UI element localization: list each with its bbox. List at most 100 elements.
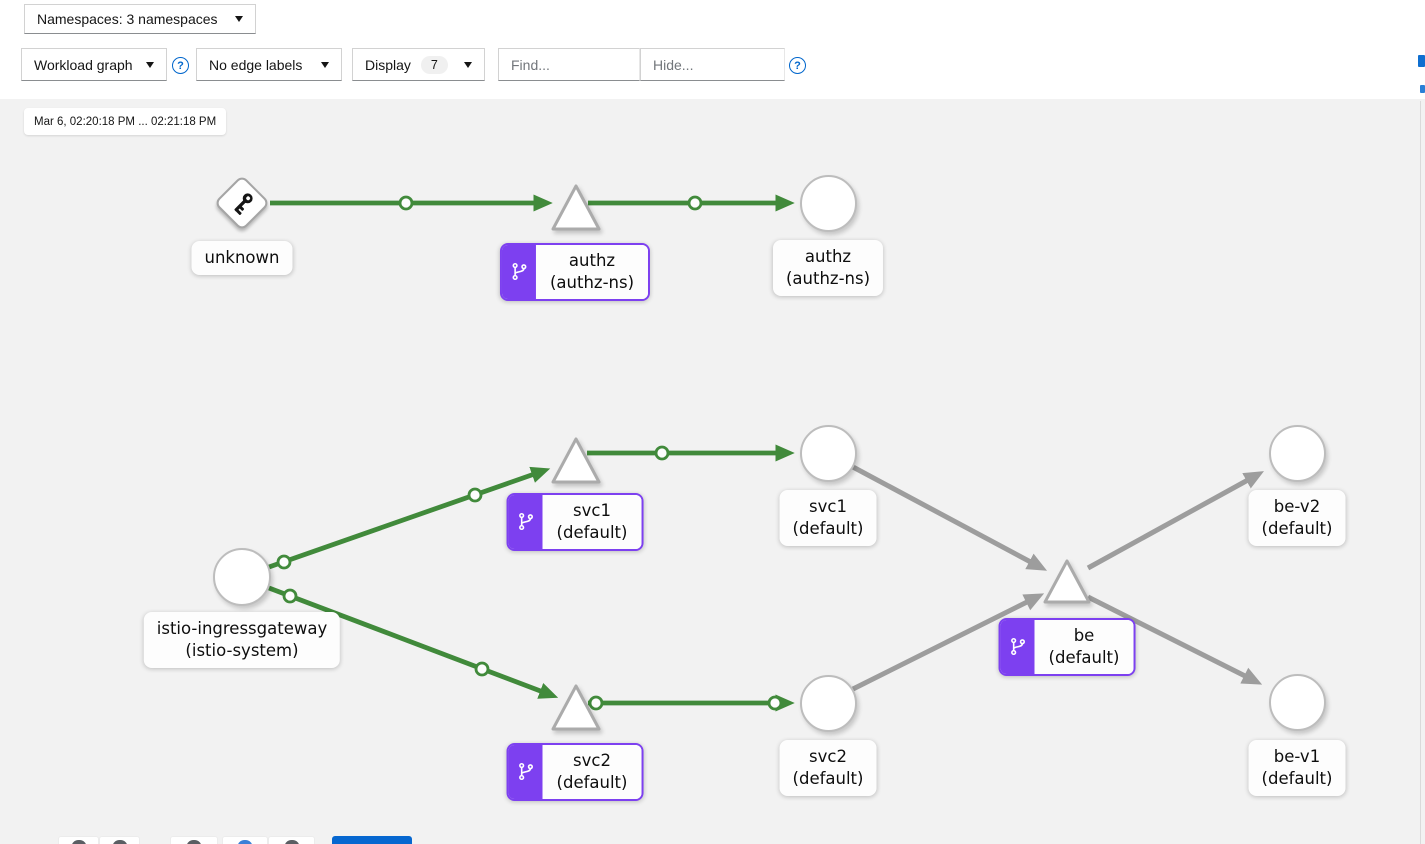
edge-istio-ingressgateway--svc2-workload[interactable] xyxy=(268,585,559,699)
label-unknown[interactable]: unknown xyxy=(191,241,293,275)
label-line: (default) xyxy=(1048,647,1120,667)
node-be-v1[interactable] xyxy=(1268,673,1326,731)
control-icon xyxy=(237,840,253,844)
graph-type-label: Workload graph xyxy=(34,56,133,73)
find-field-wrap xyxy=(498,48,640,81)
code-branch-icon xyxy=(518,763,533,781)
label-line: (default) xyxy=(1261,518,1333,538)
display-dropdown[interactable]: Display 7 xyxy=(352,48,485,81)
edge-labels-dropdown[interactable]: No edge labels xyxy=(196,48,342,81)
clipped-toolbar-icon[interactable] xyxy=(1418,55,1425,67)
find-hide-help-icon[interactable] xyxy=(789,57,806,74)
edge-midpoint-dot xyxy=(588,695,604,711)
edge-svc1--be-workload[interactable] xyxy=(851,464,1048,571)
graph-control-button[interactable] xyxy=(222,836,268,844)
node-istio-ingressgateway[interactable] xyxy=(213,548,271,606)
graph-control-button[interactable] xyxy=(99,836,140,844)
code-branch-icon xyxy=(1010,638,1025,656)
caret-down-icon xyxy=(464,61,472,68)
virtual-service-badge xyxy=(1000,620,1035,674)
graph-type-dropdown[interactable]: Workload graph xyxy=(21,48,167,81)
label-line: (istio-system) xyxy=(185,640,299,660)
display-label: Display xyxy=(365,56,411,73)
hide-input[interactable] xyxy=(653,56,772,73)
node-svc1-workload[interactable] xyxy=(550,436,602,485)
label-line: (authz-ns) xyxy=(549,272,635,292)
control-icon xyxy=(186,840,202,844)
node-be-workload[interactable] xyxy=(1042,558,1092,605)
control-icon xyxy=(112,840,127,844)
label-svc2[interactable]: svc2(default) xyxy=(779,740,877,796)
edge-midpoint-dot xyxy=(467,487,483,503)
label-svc1[interactable]: svc1 (default) xyxy=(779,490,877,546)
node-authz[interactable] xyxy=(799,174,857,232)
edge-midpoint-dot xyxy=(398,195,414,211)
edge-istio-ingressgateway--svc1-workload[interactable] xyxy=(268,466,551,570)
label-line: (authz-ns) xyxy=(785,268,871,288)
caret-down-icon xyxy=(146,61,154,68)
edge-midpoint-dot xyxy=(282,588,298,604)
node-authz-workload[interactable] xyxy=(550,183,602,232)
label-line: (default) xyxy=(792,518,864,538)
label-line: (default) xyxy=(792,768,864,788)
node-svc2-workload[interactable] xyxy=(550,683,602,732)
graph-control-button[interactable] xyxy=(58,836,99,844)
label-line: (default) xyxy=(556,522,628,542)
time-range-badge: Mar 6, 02:20:18 PM ... 02:21:18 PM xyxy=(24,108,227,135)
label-authz-workload[interactable]: authz (authz-ns) xyxy=(499,243,651,301)
label-line: istio-ingressgateway xyxy=(156,619,328,638)
label-line: authz xyxy=(804,247,852,266)
code-branch-icon xyxy=(518,513,533,531)
label-be-v2[interactable]: be-v2 (default) xyxy=(1248,490,1346,546)
hide-field-wrap xyxy=(640,48,785,81)
graph-control-button[interactable] xyxy=(268,836,315,844)
edge-be-workload--be-v1[interactable] xyxy=(1086,594,1263,685)
control-icon xyxy=(71,840,86,844)
edge-be-workload--be-v2[interactable] xyxy=(1086,471,1265,571)
graph-control-button[interactable] xyxy=(170,836,218,844)
key-icon xyxy=(233,192,253,215)
node-unknown[interactable] xyxy=(213,174,271,232)
label-svc1-workload[interactable]: svc1 (default) xyxy=(506,493,644,551)
label-svc2-workload[interactable]: svc2 (default) xyxy=(506,743,644,801)
label-line: (default) xyxy=(1261,768,1333,788)
edge-labels-label: No edge labels xyxy=(209,56,303,73)
display-count-badge: 7 xyxy=(420,55,448,74)
label-be-workload[interactable]: be (default) xyxy=(998,618,1136,676)
edge-midpoint-dot xyxy=(687,195,703,211)
virtual-service-badge xyxy=(508,495,543,549)
label-be-v1[interactable]: be-v1 (default) xyxy=(1248,740,1346,796)
find-input[interactable] xyxy=(511,56,627,73)
label-line: authz xyxy=(568,251,616,270)
clipped-toolbar-icon[interactable] xyxy=(1420,85,1425,93)
label-istio-ingressgateway[interactable]: istio-ingressgateway (istio-system) xyxy=(143,612,341,668)
label-line: (default) xyxy=(556,772,628,792)
virtual-service-badge xyxy=(508,745,543,799)
graph-type-help-icon[interactable] xyxy=(172,57,189,74)
node-svc1[interactable] xyxy=(799,424,857,482)
virtual-service-badge xyxy=(501,245,536,299)
label-authz[interactable]: authz (authz-ns) xyxy=(772,240,884,296)
label-line: unknown xyxy=(204,248,280,267)
label-line: be-v1 xyxy=(1273,747,1321,766)
caret-down-icon xyxy=(321,61,329,68)
node-svc2[interactable] xyxy=(799,674,857,732)
label-line: svc1 xyxy=(809,497,847,516)
code-branch-icon xyxy=(512,263,526,281)
edge-midpoint-dot xyxy=(767,695,783,711)
label-line: svc2 xyxy=(573,751,611,770)
graph-primary-button[interactable] xyxy=(332,836,412,844)
edge-midpoint-dot xyxy=(654,445,670,461)
toolbar: Namespaces: 3 namespaces Workload graph … xyxy=(0,0,1425,99)
control-icon xyxy=(284,840,299,844)
edge-svc2--be-workload[interactable] xyxy=(851,593,1045,692)
namespaces-dropdown[interactable]: Namespaces: 3 namespaces xyxy=(24,4,256,34)
label-line: be xyxy=(1073,626,1095,645)
edge-midpoint-dot xyxy=(474,661,490,677)
label-line: be-v2 xyxy=(1273,497,1321,516)
node-be-v2[interactable] xyxy=(1268,424,1326,482)
label-line: svc1 xyxy=(573,501,611,520)
